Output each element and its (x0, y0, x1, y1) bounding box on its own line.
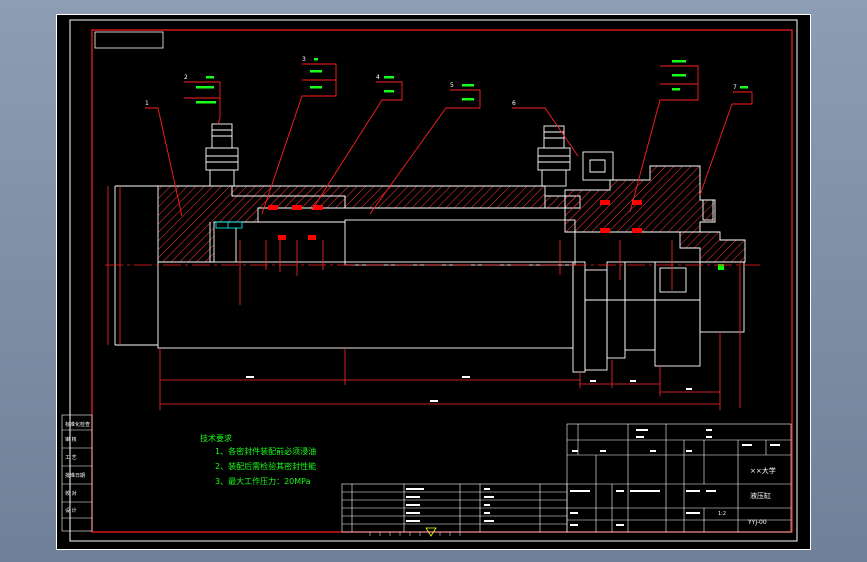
collar-a (606, 261, 626, 359)
inner-frame (91, 29, 793, 533)
drawing-code-box (94, 31, 164, 49)
part-number-5: 5 (450, 82, 454, 89)
part-number-4: 4 (376, 74, 380, 81)
tech-requirements-title: 技术要求 (200, 434, 232, 443)
stamp-label: 工 艺 (65, 455, 77, 461)
bolt-detail (215, 221, 243, 229)
dimension-lines (107, 186, 741, 410)
leader-notes (196, 58, 748, 104)
barrel-lower (157, 261, 574, 349)
indicator-mark (718, 264, 724, 270)
school-name: ××大学 (750, 466, 776, 475)
stamp-label: 标准化检查 (65, 421, 90, 428)
part-number-1: 1 (145, 100, 149, 107)
drawing-scale: 1:2 (718, 511, 726, 517)
right-cap (702, 199, 714, 221)
stamp-label: 设 计 (65, 507, 77, 514)
end-cap-hatch (157, 185, 346, 263)
ruler-triangle (425, 527, 437, 537)
dimension-text (246, 376, 692, 402)
part-number-labels: 1 2 3 4 5 6 7 (145, 56, 737, 107)
leader-lines (145, 63, 753, 217)
drawing-name: 液压缸 (750, 491, 771, 500)
tech-note-3: 3、最大工作压力：20MPa (215, 477, 311, 486)
port-fitting-right (537, 125, 571, 187)
cylinder-assembly (105, 123, 760, 373)
stamp-label: 审 核 (65, 436, 77, 443)
outer-frame (69, 19, 798, 542)
drawing-number: YYJ-00 (747, 519, 767, 526)
drawing-sheet (56, 14, 811, 550)
title-block-marks (406, 429, 780, 526)
tech-note-2: 2、装配后需检验其密封性能 (215, 462, 317, 471)
part-number-7: 7 (733, 84, 737, 91)
flange-left (572, 261, 586, 373)
part-number-2: 2 (184, 74, 188, 81)
collar-b (624, 261, 656, 351)
part-number-3: 3 (302, 56, 306, 63)
tech-note-1: 1、各密封件装配前必须浸油 (215, 447, 317, 456)
seal-rings (268, 200, 642, 240)
port-fitting-left (205, 123, 239, 187)
stamp-label: 校 对 (65, 490, 77, 497)
end-boss (699, 261, 745, 333)
flange-mid (584, 269, 608, 371)
gland-hatch (679, 231, 746, 263)
ruler-ticks (369, 532, 461, 536)
left-stamp-table (61, 414, 93, 532)
title-block (566, 423, 792, 533)
rod-outline (344, 219, 576, 266)
stamp-label: 批准日期 (65, 472, 85, 479)
parts-list-table (341, 483, 568, 533)
collar-c (654, 261, 701, 367)
part-number-6: 6 (512, 100, 516, 107)
